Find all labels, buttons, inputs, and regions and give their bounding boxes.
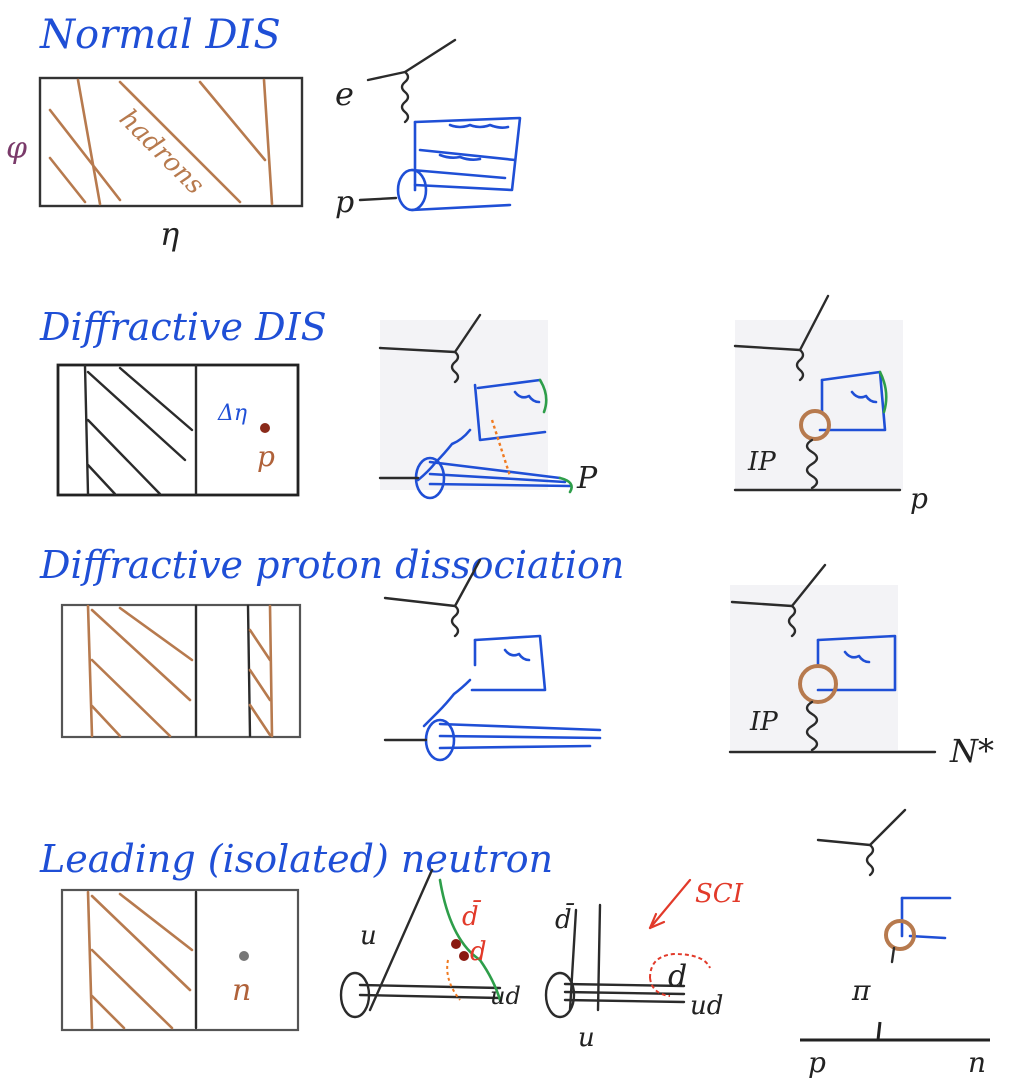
label-P-diff: P bbox=[576, 461, 598, 496]
label-p-diff-right: p bbox=[910, 482, 928, 515]
feynman-diffractive-mid bbox=[378, 313, 573, 500]
feynman-normal-dis: e p bbox=[335, 38, 522, 220]
delta-eta-label: Δη bbox=[217, 401, 247, 426]
feynman-neutron-pion bbox=[800, 808, 990, 1042]
eta-axis-label: η bbox=[160, 215, 179, 253]
pomeron-label-diff: IP bbox=[747, 447, 776, 477]
title-diffractive-dis: Diffractive DIS bbox=[39, 305, 327, 349]
eta-phi-box-diffractive bbox=[56, 363, 300, 497]
label-d2: d bbox=[668, 959, 687, 994]
neutron-dot bbox=[239, 951, 249, 961]
label-d: d bbox=[470, 937, 487, 967]
feynman-dissociation-mid bbox=[383, 558, 602, 762]
title-normal-dis: Normal DIS bbox=[39, 12, 281, 58]
label-dbar: d̄ bbox=[462, 899, 482, 932]
feynman-neutron-sci bbox=[544, 878, 711, 1019]
p-dot-label: p bbox=[257, 440, 275, 473]
label-sci: SCI bbox=[695, 879, 744, 909]
label-dbar2: d̄ bbox=[555, 902, 575, 935]
eta-phi-box-neutron bbox=[60, 888, 300, 1032]
label-e: e bbox=[335, 75, 354, 113]
feynman-neutron-quark-left bbox=[339, 868, 502, 1019]
label-nstar: N* bbox=[949, 732, 994, 770]
phi-label: φ bbox=[6, 131, 27, 166]
label-u: u bbox=[360, 921, 377, 951]
label-u2: u bbox=[578, 1023, 595, 1053]
eta-phi-box-normal bbox=[38, 76, 304, 208]
eta-phi-box-dissociation bbox=[60, 603, 302, 739]
feynman-dissociation-right bbox=[728, 563, 937, 754]
label-p: p bbox=[335, 185, 354, 220]
label-pi: π bbox=[851, 974, 871, 1007]
title-leading-neutron: Leading (isolated) neutron bbox=[39, 837, 553, 881]
title-proton-dissociation: Diffractive proton dissociation bbox=[39, 543, 624, 587]
label-p-neutron: p bbox=[808, 1046, 826, 1079]
proton-dot-diffractive bbox=[260, 423, 270, 433]
shade-diff-mid bbox=[380, 320, 548, 490]
feynman-diffractive-right bbox=[733, 294, 902, 492]
hadrons-label: hadrons bbox=[113, 104, 210, 201]
label-n-neutron: n bbox=[968, 1046, 986, 1079]
pomeron-label-diss: IP bbox=[749, 707, 778, 737]
label-ud: ud bbox=[490, 982, 521, 1010]
label-ud2: ud bbox=[690, 991, 723, 1021]
n-dot-label: n bbox=[232, 973, 251, 1008]
